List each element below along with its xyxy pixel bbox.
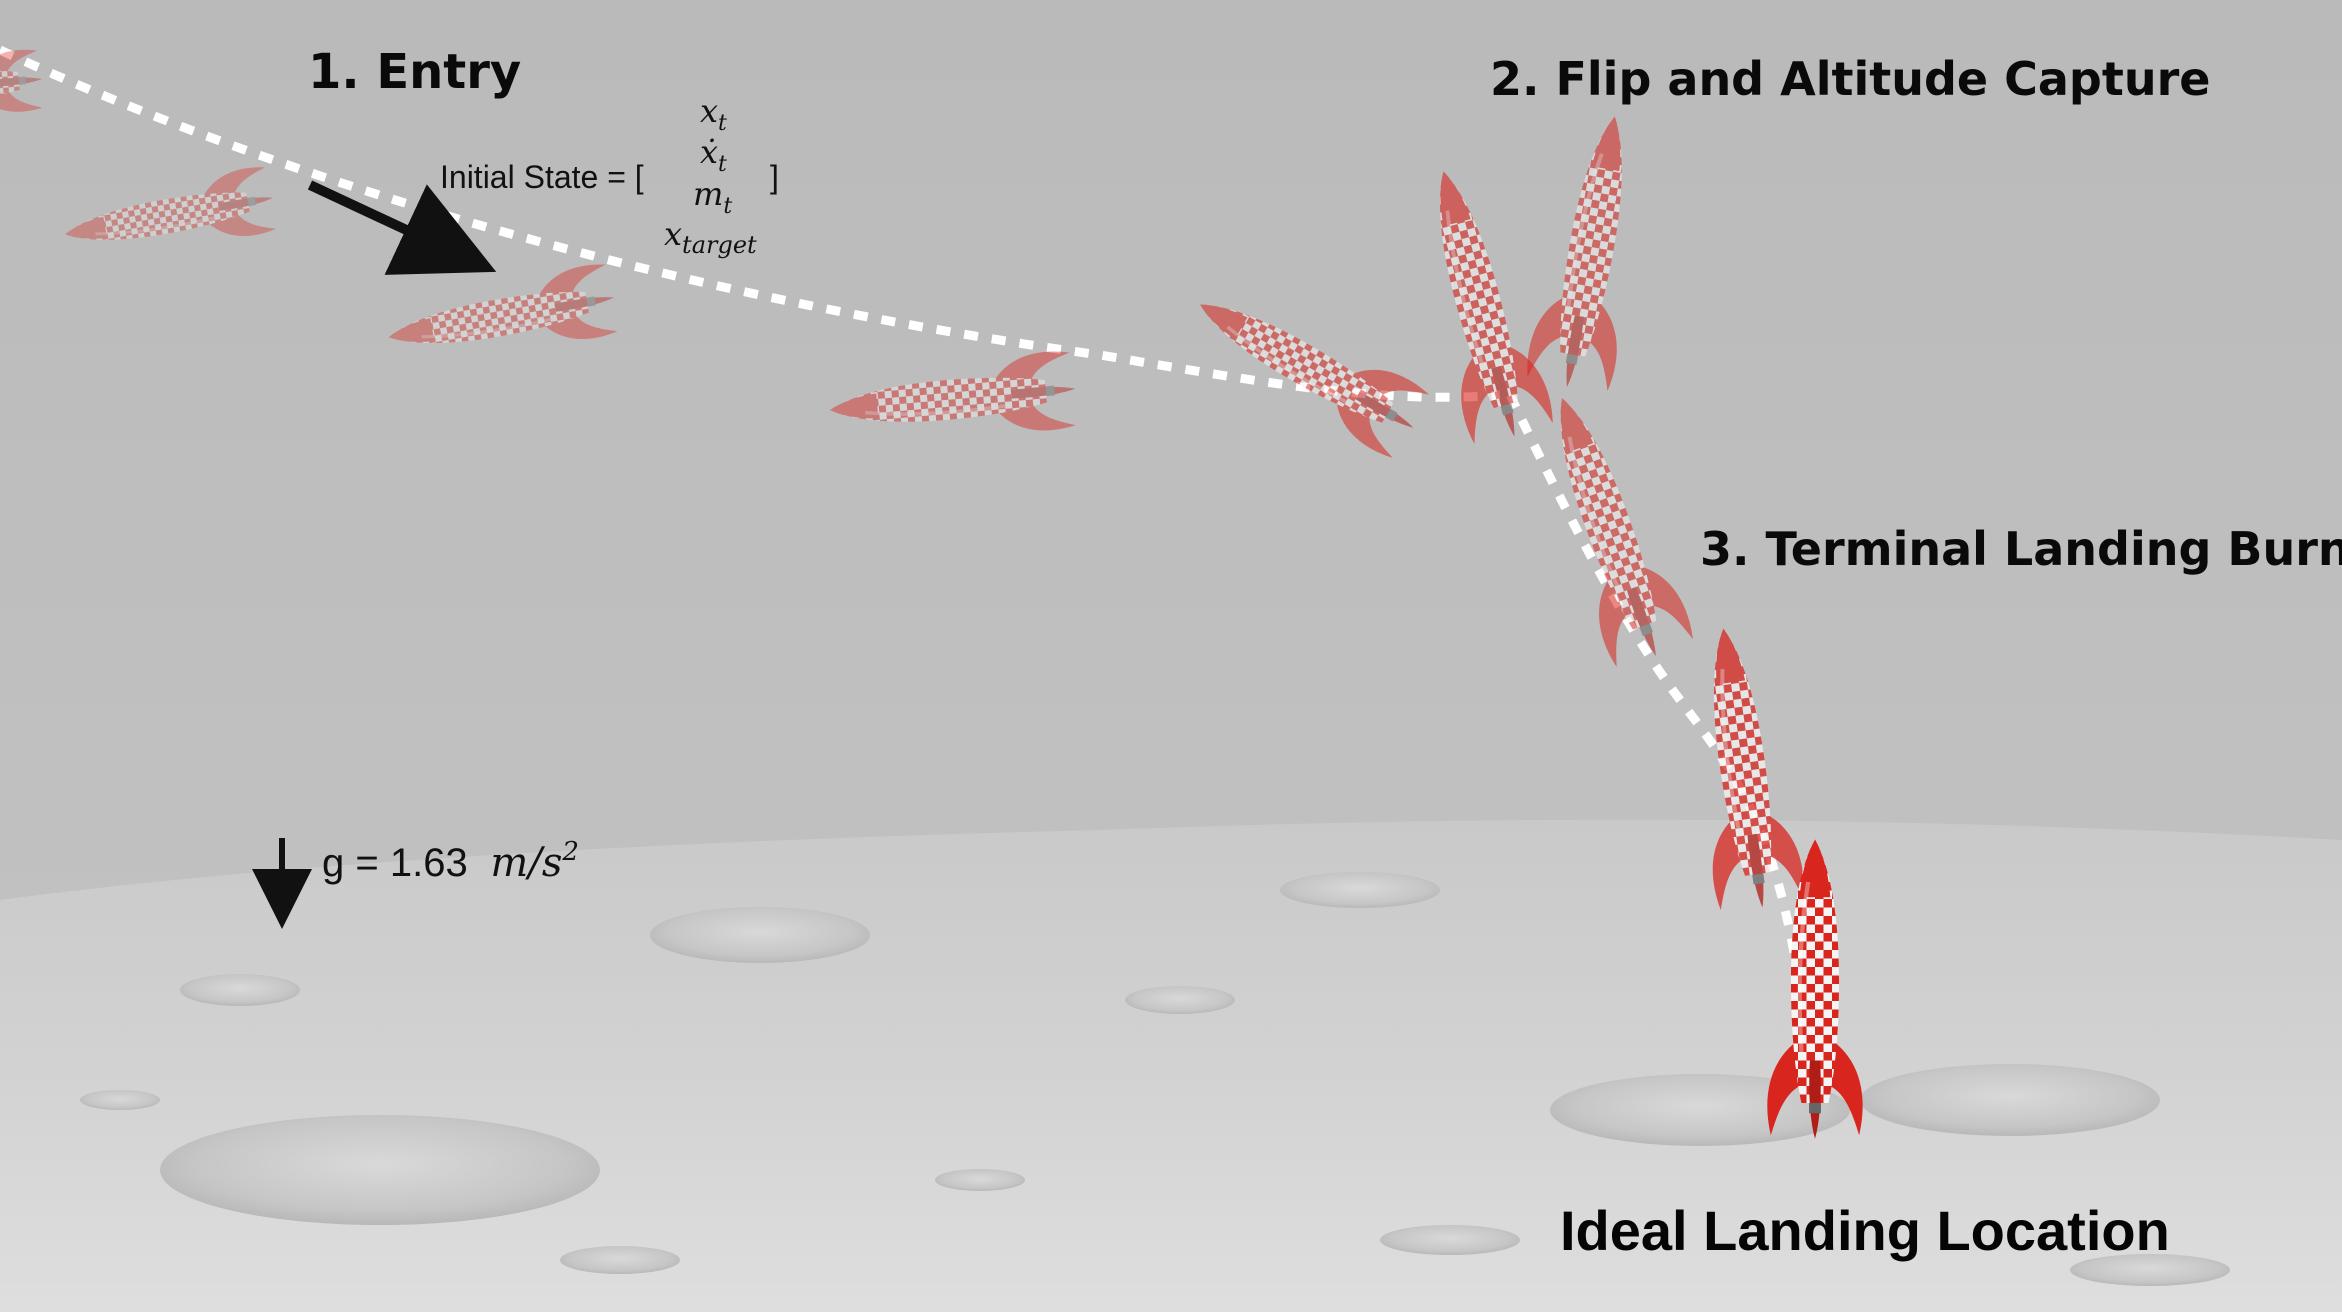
initial-state-vector: Initial State = [ ] xt ẋt mt xtarget (440, 92, 779, 259)
crater (650, 907, 870, 963)
state-m: mt (693, 175, 732, 219)
crater (1280, 872, 1440, 908)
crater (160, 1115, 600, 1225)
crater (80, 1090, 160, 1110)
label-terminal: 3. Terminal Landing Burn (1700, 522, 2342, 576)
state-xtarget: xtarget (664, 215, 757, 259)
lunar-surface (0, 819, 2342, 1312)
initial-state-suffix: ] (770, 159, 779, 195)
label-flip: 2. Flip and Altitude Capture (1490, 52, 2210, 106)
entry-direction-arrow (307, 180, 497, 275)
crater (1125, 986, 1235, 1014)
state-x: xt (700, 92, 727, 136)
initial-state-prefix: Initial State = [ (440, 159, 644, 195)
crater (1380, 1225, 1520, 1255)
state-xdot: ẋt (700, 133, 727, 177)
trajectory-descent (1505, 393, 1815, 1081)
label-entry: 1. Entry (308, 44, 521, 100)
crater (2070, 1254, 2230, 1286)
crater (1860, 1064, 2160, 1136)
label-ideal-landing: Ideal Landing Location (1560, 1199, 2170, 1262)
gravity-label: g = 1.63 m/s2 (322, 837, 579, 886)
crater (560, 1246, 680, 1274)
crater (935, 1169, 1025, 1191)
crater (180, 974, 300, 1006)
